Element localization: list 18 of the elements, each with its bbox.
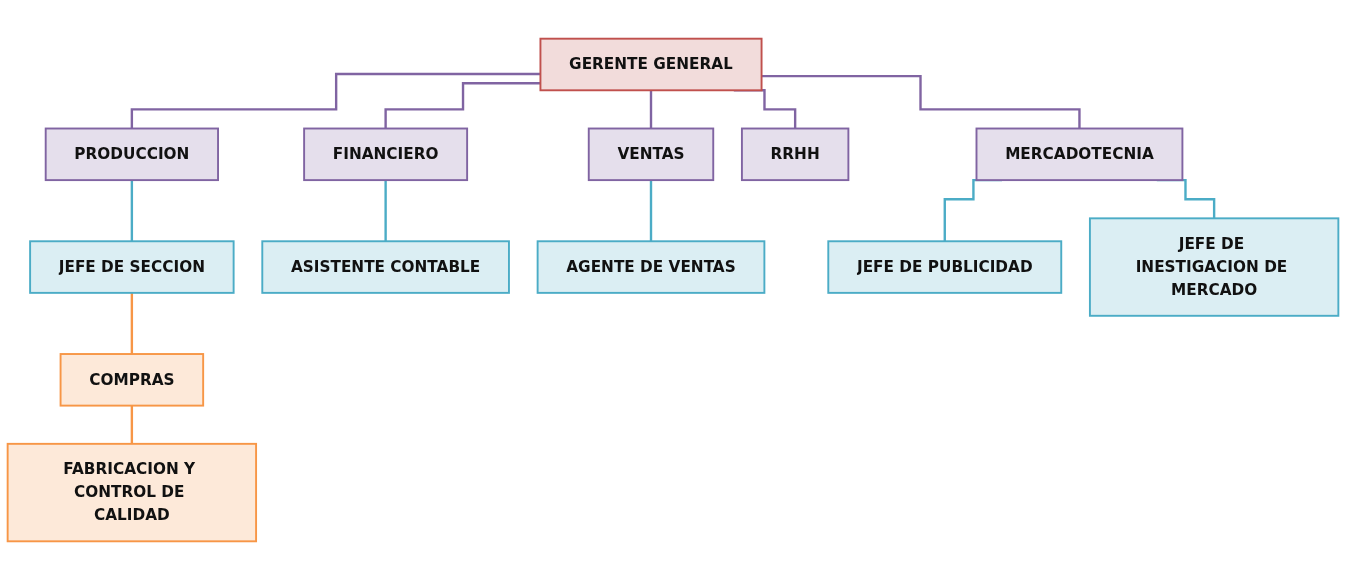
connector — [130, 291, 134, 356]
node-box: AGENTE DE VENTAS — [536, 240, 766, 294]
node-box: FABRICACION Y CONTROL DE CALIDAD — [6, 442, 258, 543]
node-box: FINANCIERO — [303, 127, 469, 182]
node-box: MERCADOTECNIA — [975, 127, 1184, 182]
node-box: JEFE DE PUBLICIDAD — [827, 240, 1063, 294]
node-box: PRODUCCION — [44, 127, 219, 182]
connector — [384, 82, 541, 130]
node-box: GERENTE GENERAL — [539, 37, 763, 92]
node-box: JEFE DE SECCION — [29, 240, 235, 294]
connector — [761, 74, 1081, 130]
node-box: VENTAS — [587, 127, 715, 182]
node-box: ASISTENTE CONTABLE — [261, 240, 510, 294]
node-box: RRHH — [740, 127, 850, 182]
node-box: JEFE DE INESTIGACION DE MERCADO — [1088, 217, 1340, 317]
connector — [130, 72, 541, 130]
connector — [649, 89, 653, 130]
node-box: COMPRAS — [59, 353, 205, 407]
